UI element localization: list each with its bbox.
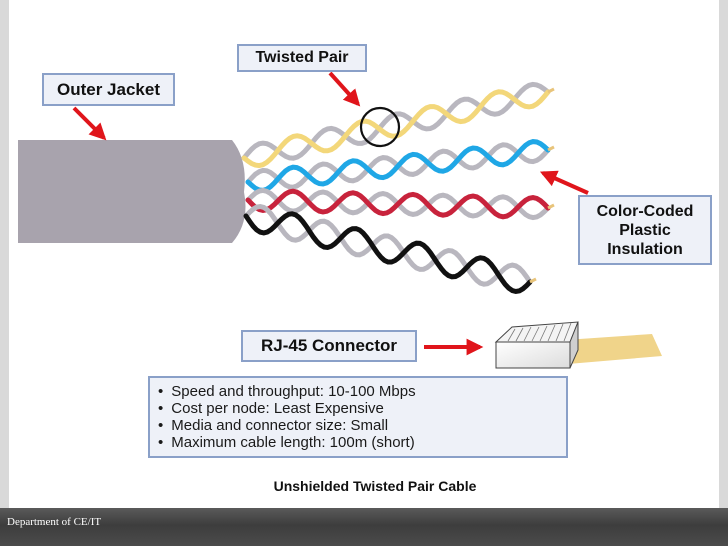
wire-pair-red bbox=[245, 187, 555, 221]
wire-pair-blue bbox=[245, 139, 555, 193]
outer-jacket-label: Outer Jacket bbox=[42, 73, 175, 106]
insulation-arrow bbox=[539, 170, 589, 195]
diagram-caption: Unshielded Twisted Pair Cable bbox=[273, 478, 477, 494]
slide-frame-right bbox=[719, 0, 728, 508]
specs-list: Speed and throughput: 10-100 Mbps Cost p… bbox=[158, 383, 558, 451]
color-coded-line-3: Insulation bbox=[607, 240, 683, 258]
partner-wire bbox=[241, 81, 551, 161]
color-coded-line-1: Color-Coded bbox=[596, 202, 694, 220]
outer-jacket-shape bbox=[18, 140, 246, 243]
slide-frame-left bbox=[0, 0, 9, 508]
spec-length: Maximum cable length: 100m (short) bbox=[158, 434, 558, 451]
colored-wire bbox=[241, 89, 551, 169]
colored-wire bbox=[243, 211, 533, 295]
wire-pair-black bbox=[243, 203, 537, 295]
spec-size: Media and connector size: Small bbox=[158, 417, 558, 434]
twisted-pair-label: Twisted Pair bbox=[237, 44, 367, 72]
colored-wire bbox=[245, 139, 551, 193]
rj45-connector-label: RJ-45 Connector bbox=[241, 330, 417, 362]
colored-wire bbox=[245, 188, 551, 220]
twisted-pair-highlight-circle bbox=[359, 106, 401, 148]
footer-bar: Department of CE/IT bbox=[0, 508, 728, 546]
color-coded-line-2: Plastic bbox=[619, 221, 671, 239]
copper-tip bbox=[529, 277, 537, 284]
footer-department-text: Department of CE/IT bbox=[7, 516, 102, 528]
twisted-pair-arrow bbox=[328, 71, 361, 107]
outer-jacket-arrow bbox=[72, 106, 107, 141]
spec-speed: Speed and throughput: 10-100 Mbps bbox=[158, 383, 558, 400]
copper-tip bbox=[547, 145, 555, 152]
utp-cable-diagram bbox=[18, 71, 662, 369]
spec-cost: Cost per node: Least Expensive bbox=[158, 400, 558, 417]
specs-box: Speed and throughput: 10-100 Mbps Cost p… bbox=[148, 376, 568, 458]
copper-tip bbox=[547, 203, 555, 210]
copper-tip bbox=[547, 87, 555, 94]
rj45-connector-shape bbox=[494, 321, 662, 369]
color-coded-insulation-label: Color-Coded Plastic Insulation bbox=[578, 195, 712, 265]
partner-wire bbox=[243, 203, 533, 287]
